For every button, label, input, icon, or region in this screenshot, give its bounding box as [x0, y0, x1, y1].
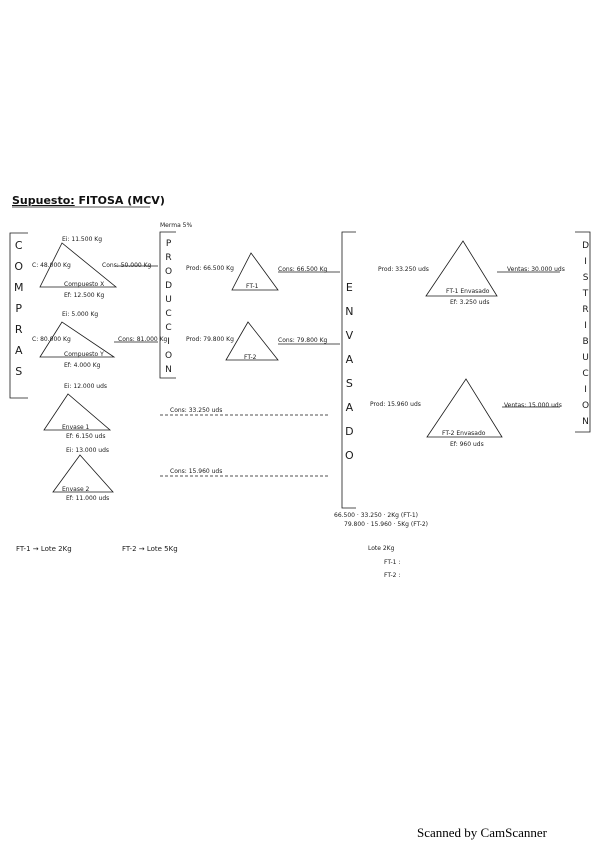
enviado-letter: D	[345, 425, 354, 438]
c3-name: Envase 1	[62, 424, 90, 431]
distribucion-letter: T	[582, 289, 589, 299]
compras-letter: O	[14, 260, 24, 273]
note-3: Lote 2Kg	[368, 545, 395, 552]
enviado-letter: V	[345, 329, 354, 342]
p1-name: FT-1	[246, 283, 259, 290]
c1-ei: Ei: 11.500 Kg	[62, 236, 103, 243]
c1-compras: C: 48.000 Kg	[32, 262, 71, 269]
produccion-letter: N	[165, 365, 172, 375]
lote-ft1: FT-1 → Lote 2Kg	[16, 545, 72, 553]
scanner-footer: Scanned by CamScanner	[417, 825, 547, 840]
p4-consumo: Cons: 15.960 uds	[170, 468, 223, 475]
distribucion-letter: R	[582, 305, 589, 315]
compras-letter: S	[15, 365, 23, 378]
produccion-letter: C	[165, 309, 172, 319]
c4-name: Envase 2	[62, 486, 90, 493]
note-4: FT-1 :	[384, 559, 401, 566]
distribucion-letter: I	[584, 385, 587, 395]
produccion-letter: I	[167, 337, 170, 347]
produccion-letter: D	[165, 281, 173, 291]
compras-letter: M	[14, 281, 24, 294]
c3-ef: Ef: 6.150 uds	[66, 433, 106, 440]
c4-ef: Ef: 11.000 uds	[66, 495, 110, 502]
produccion-letter: U	[165, 295, 172, 305]
e1-name: FT-1 Envasado	[446, 288, 490, 295]
produccion-letter: P	[165, 239, 172, 249]
distribucion-letter: I	[584, 257, 587, 267]
c1-ef: Ef: 12.500 Kg	[64, 292, 105, 299]
e1-prod: Prod: 33.250 uds	[378, 266, 429, 273]
c2-compras: C: 80.000 Kg	[32, 336, 71, 343]
e2-ef: Ef: 960 uds	[450, 441, 484, 448]
e2-prod: Prod: 15.960 uds	[370, 401, 421, 408]
produccion-letter: R	[165, 253, 172, 263]
distribucion-letter: D	[582, 241, 590, 251]
enviado-letter: E	[345, 281, 353, 294]
enviado-letter: O	[345, 449, 354, 462]
merma-note: Merma 5%	[160, 222, 193, 229]
page-title: Supuesto: FITOSA (MCV)	[12, 194, 165, 207]
compras-letter: P	[15, 302, 23, 315]
enviado-letter: A	[345, 353, 354, 366]
note-5: FT-2 :	[384, 572, 401, 579]
e1-ventas: Ventas: 30.000 uds	[507, 266, 565, 273]
p2-name: FT-2	[244, 354, 257, 361]
produccion-letter: C	[165, 323, 172, 333]
p1-consumo: Cons: 66.500 Kg	[278, 266, 328, 273]
enviado-letter: S	[345, 377, 353, 390]
c2-ei: Ei: 5.000 Kg	[62, 311, 99, 318]
enviado-letter: N	[345, 305, 354, 318]
distribucion-letter: C	[582, 369, 589, 379]
title-lead: Supuesto:	[12, 194, 75, 207]
p2-consumo: Cons: 79.800 Kg	[278, 337, 328, 344]
compras-letter: C	[14, 239, 23, 252]
produccion-letter: O	[165, 351, 173, 361]
distribucion-letter: U	[582, 353, 589, 363]
c4-ei: Ei: 13.000 uds	[66, 447, 110, 454]
c3-ei: Ei: 12.000 uds	[64, 383, 108, 390]
distribucion-letter: O	[582, 401, 590, 411]
e2-ventas: Ventas: 15.000 uds	[504, 402, 562, 409]
e2-name: FT-2 Envasado	[442, 430, 486, 437]
distribucion-letter: N	[582, 417, 589, 427]
lote-ft2: FT-2 → Lote 5Kg	[122, 545, 178, 553]
p3-consumo: Cons: 33.250 uds	[170, 407, 223, 414]
distribucion-letter: I	[584, 321, 587, 331]
distribucion-letter: S	[582, 273, 589, 283]
p1-prod: Prod: 66.500 Kg	[186, 265, 234, 272]
c2-ef: Ef: 4.000 Kg	[64, 362, 101, 369]
title-name: FITOSA (MCV)	[78, 194, 165, 207]
c1-consumo: Cons: 50.000 Kg	[102, 262, 152, 269]
e1-ef: Ef: 3.250 uds	[450, 299, 490, 306]
note-1: 66.500 · 33.250 · 2Kg (FT-1)	[334, 512, 419, 519]
compras-letter: A	[14, 344, 23, 357]
compras-letter: R	[14, 323, 23, 336]
p2-prod: Prod: 79.800 Kg	[186, 336, 234, 343]
c1-name: Compuesto X	[64, 281, 105, 288]
note-2: 79.800 · 15.960 · 5Kg (FT-2)	[344, 521, 429, 528]
c2-name: Compuesto Y	[64, 351, 104, 358]
produccion-letter: O	[165, 267, 173, 277]
c2-consumo: Cons: 81.000 Kg	[118, 336, 168, 343]
distribucion-letter: B	[582, 337, 589, 347]
enviado-letter: A	[345, 401, 354, 414]
